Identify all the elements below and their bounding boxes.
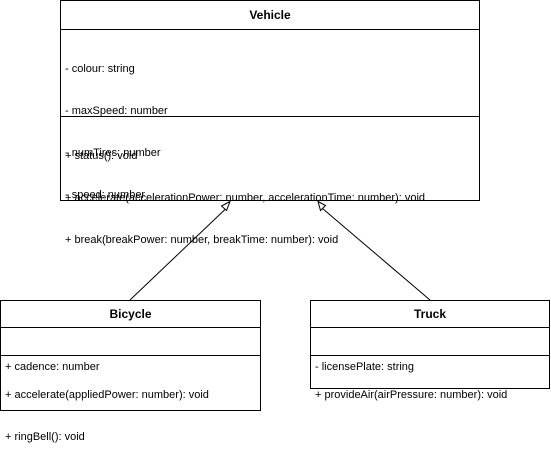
- class-vehicle-methods: + status(): void + accelerate(accelerati…: [61, 117, 479, 246]
- attribute-item: - speed: number: [65, 189, 146, 201]
- method-item: + break(breakPower: number, breakTime: n…: [65, 234, 339, 246]
- class-truck-attributes: - licensePlate: string: [311, 328, 549, 373]
- class-bicycle-attributes: + cadence: number: [1, 328, 260, 373]
- attribute-item: - licensePlate: string: [315, 361, 415, 373]
- inheritance-line-bicycle-vehicle: [129, 208, 226, 301]
- class-truck-name: Truck: [311, 301, 549, 328]
- class-truck-methods: + provideAir(airPressure: number): void: [311, 356, 549, 401]
- connectors-layer: [129, 200, 431, 301]
- class-vehicle-name: Vehicle: [61, 1, 479, 30]
- class-vehicle[interactable]: Vehicle - colour: string - maxSpeed: num…: [60, 0, 480, 246]
- attribute-item: - colour: string: [65, 63, 135, 75]
- method-item: + accelerate(accelerationPower: number, …: [65, 192, 426, 204]
- method-item: + provideAir(airPressure: number): void: [315, 389, 508, 401]
- attribute-item: + cadence: number: [5, 361, 100, 373]
- class-bicycle[interactable]: Bicycle + cadence: number + accelerate(a…: [0, 300, 261, 443]
- method-item: + accelerate(appliedPower: number): void: [5, 389, 209, 401]
- method-item: + status(): void: [65, 150, 138, 162]
- attribute-item: - maxSpeed: number: [65, 105, 168, 117]
- class-bicycle-name: Bicycle: [1, 301, 260, 328]
- class-vehicle-attributes: - colour: string - maxSpeed: number - nu…: [61, 30, 479, 201]
- inheritance-line-truck-vehicle: [322, 208, 431, 301]
- method-item: + ringBell(): void: [5, 431, 85, 443]
- class-truck[interactable]: Truck - licensePlate: string + provideAi…: [310, 300, 550, 401]
- inheritance-arrowhead-bicycle: [220, 200, 231, 212]
- inheritance-arrowhead-truck: [317, 200, 327, 212]
- attribute-item: - numTires: number: [65, 147, 161, 159]
